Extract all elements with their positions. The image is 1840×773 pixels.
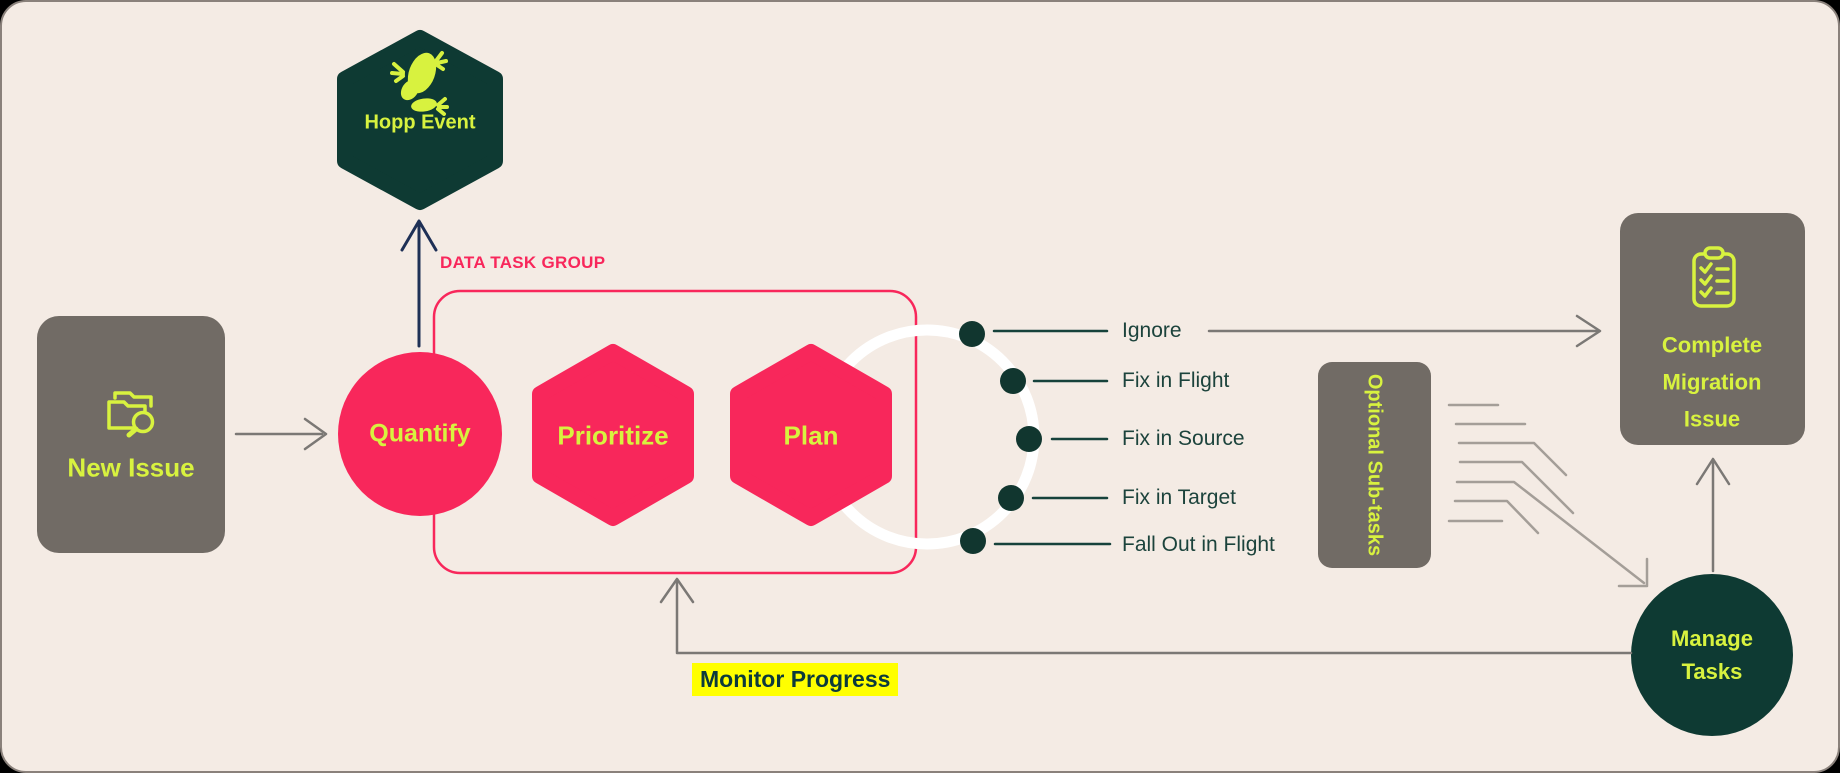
arrow-subtasks-to-manage	[1455, 480, 1646, 585]
outcome-fall-out-in-flight[interactable]: Fall Out in Flight	[1122, 533, 1275, 556]
plan-label: Plan	[783, 420, 839, 451]
plan-hexagon[interactable]	[730, 344, 892, 526]
outcome-ignore[interactable]: Ignore	[1122, 319, 1182, 342]
complete-migration-label: Complete Migration Issue	[1662, 327, 1762, 438]
dot-fix-in-target	[998, 485, 1024, 511]
dot-fall-out-in-flight	[960, 528, 986, 554]
hopp-event-hexagon[interactable]	[337, 30, 503, 210]
manage-line-1: Manage	[1671, 626, 1753, 651]
outcome-fix-in-flight[interactable]: Fix in Flight	[1122, 369, 1230, 392]
outcome-dots	[959, 321, 1042, 554]
complete-line-1: Complete	[1661, 332, 1763, 358]
dot-fix-in-source	[1016, 426, 1042, 452]
outcome-fix-in-target[interactable]: Fix in Target	[1122, 486, 1236, 509]
subtask-scribble-lines	[1447, 403, 1649, 588]
prioritize-hexagon[interactable]	[532, 344, 694, 526]
monitor-progress-label: Monitor Progress	[692, 663, 899, 696]
clipboard-check-icon	[1692, 246, 1736, 308]
manage-tasks-circle[interactable]	[1631, 574, 1793, 736]
quantify-label: Quantify	[369, 419, 471, 448]
optional-subtasks-label: Optional Sub-tasks	[1363, 373, 1386, 557]
dot-ignore	[959, 321, 985, 347]
new-issue-label: New Issue	[67, 452, 195, 483]
prioritize-label: Prioritize	[557, 420, 669, 451]
quantify-circle[interactable]	[338, 352, 502, 516]
hopp-event-label: Hopp Event	[364, 111, 476, 134]
outcome-connectors	[992, 329, 1112, 546]
arrow-monitor-progress	[675, 580, 1633, 655]
outcome-fix-in-source[interactable]: Fix in Source	[1122, 427, 1245, 450]
complete-line-2: Migration	[1662, 369, 1762, 395]
manage-line-2: Tasks	[1681, 659, 1743, 684]
flow-arrows	[234, 314, 1731, 655]
data-task-group-label: DATA TASK GROUP	[440, 253, 606, 272]
complete-migration-card[interactable]	[1620, 213, 1805, 445]
arrow-quantify-to-hopp	[400, 219, 438, 348]
frog-icon	[390, 51, 449, 116]
dot-fix-in-flight	[1000, 368, 1026, 394]
complete-line-3: Issue	[1683, 406, 1741, 432]
folder-search-icon	[107, 391, 155, 438]
manage-tasks-label: Manage Tasks	[1671, 622, 1753, 688]
optional-subtasks-card[interactable]	[1318, 362, 1431, 568]
